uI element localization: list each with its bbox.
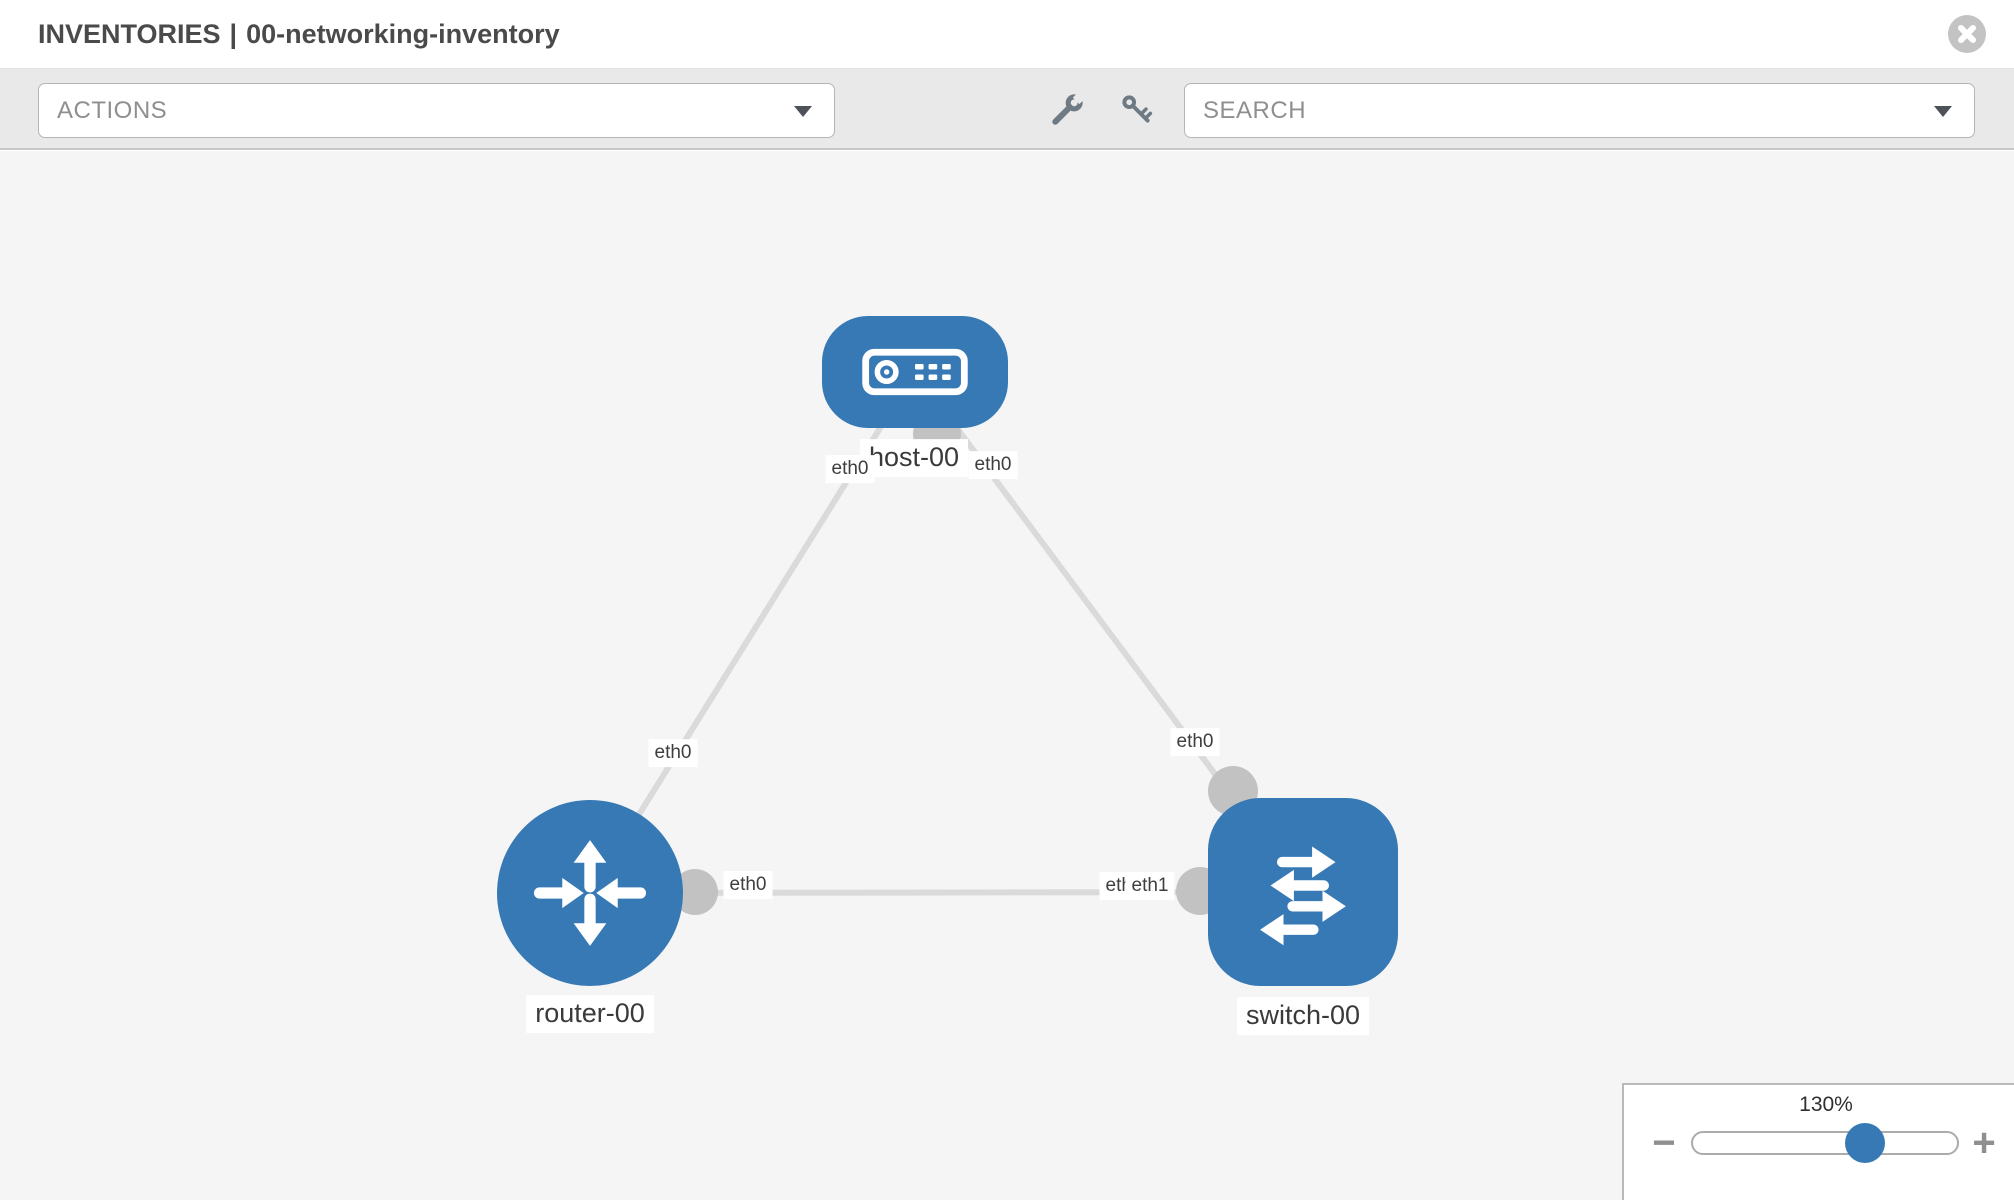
header: INVENTORIES | 00-networking-inventory (0, 0, 2014, 69)
zoom-out-button[interactable]: − (1652, 1121, 1676, 1165)
page-title: INVENTORIES | 00-networking-inventory (38, 0, 569, 68)
node-label-switch: switch-00 (1236, 997, 1370, 1035)
wrench-icon (1052, 91, 1086, 125)
zoom-in-button[interactable]: + (1972, 1121, 1996, 1165)
host-icon (862, 348, 968, 396)
node-switch-00[interactable] (1208, 798, 1398, 986)
interface-label-switch-eth1-over: eth1 (1125, 872, 1175, 900)
interface-label-router-eth0-right: eth0 (723, 871, 773, 899)
link-layer (587, 370, 1306, 896)
page-title-section: INVENTORIES (38, 19, 221, 49)
key-icon (1122, 95, 1153, 123)
key-button[interactable] (1111, 84, 1163, 136)
zoom-slider[interactable] (1691, 1123, 1959, 1163)
actions-dropdown[interactable]: ACTIONS (38, 83, 835, 138)
node-label-router: router-00 (526, 995, 654, 1033)
toolbar: ACTIONS SEARC (0, 69, 2014, 150)
zoom-slider-thumb[interactable] (1844, 1123, 1885, 1163)
switch-icon (1260, 846, 1346, 946)
router-icon (533, 840, 647, 946)
close-icon (1958, 25, 1976, 43)
interface-label-host-eth0-right: eth0 (968, 451, 1018, 479)
interface-label-switch-eth0-top: eth0 (1170, 728, 1220, 756)
node-host-00[interactable] (822, 316, 1008, 428)
page-title-separator: | (229, 19, 238, 49)
page-title-name: 00-networking-inventory (246, 19, 560, 49)
node-label-host: host-00 (859, 439, 969, 477)
interface-label-router-eth0-top: eth0 (648, 739, 698, 767)
search-dropdown[interactable]: SEARCH (1184, 83, 1975, 138)
interface-label-host-eth0-left: eth0 (825, 455, 875, 483)
search-dropdown-label: SEARCH (1203, 96, 1307, 124)
zoom-panel: 130% − + (1622, 1083, 2014, 1200)
chevron-down-icon (794, 105, 812, 117)
chevron-down-icon (1934, 105, 1952, 117)
zoom-level-label: 130% (1799, 1093, 1853, 1116)
tools-button[interactable] (1041, 84, 1093, 136)
topology-canvas[interactable]: host-00 router-00 switch-00 eth0 eth0 et… (0, 151, 2014, 1200)
node-router-00[interactable] (497, 800, 683, 986)
close-button[interactable] (1948, 15, 1986, 53)
actions-dropdown-label: ACTIONS (57, 96, 168, 124)
